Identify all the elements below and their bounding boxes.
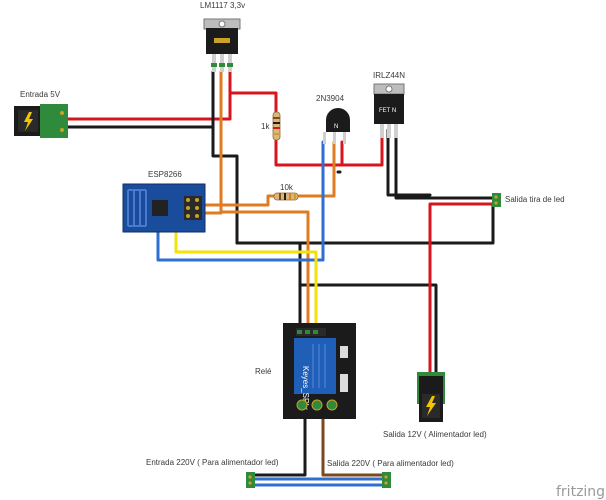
transistor-2n3904: N	[323, 108, 350, 144]
wire-red-1k-out	[274, 138, 344, 167]
transistor-label: 2N3904	[316, 94, 345, 103]
wire-black-drain	[394, 128, 496, 200]
wire-gnd-black-2	[211, 125, 302, 332]
jack-output-label: Salida 12V ( Alimentador led)	[383, 430, 487, 439]
resistor-10k	[273, 192, 299, 201]
resistor-1k-label: 1k	[261, 122, 270, 131]
transistor-mark: N	[334, 124, 338, 130]
wire-red-1k	[228, 91, 278, 114]
ac-input-label: Entrada 220V ( Para alimentador led)	[146, 458, 279, 467]
wire-black-mosfet	[386, 128, 432, 197]
ac-output-label: Salida 220V ( Para alimentador led)	[327, 459, 454, 468]
mosfet-mark: FET N	[379, 108, 396, 114]
lightning-icon-out	[426, 396, 436, 416]
wires	[66, 70, 496, 487]
jack-input-label: Entrada 5V	[20, 90, 61, 99]
fritzing-watermark: fritzing	[556, 484, 605, 500]
wire-red-12v	[428, 202, 496, 380]
lightning-icon	[24, 112, 33, 131]
led-strip-connector	[492, 193, 501, 207]
wire-5v-red	[66, 70, 232, 121]
relay-label: Relé	[255, 367, 272, 376]
mosfet-label: IRLZ44N	[373, 71, 405, 80]
jack-input-5v	[14, 104, 68, 138]
jack-output-12v	[417, 372, 445, 422]
regulator-label: LM1117 3,3v	[200, 1, 245, 10]
wire-33v-orange	[219, 70, 310, 332]
resistor-10k-label: 10k	[280, 183, 294, 192]
relay-module: Keyes_SRly	[283, 323, 356, 419]
esp-label: ESP8266	[148, 170, 182, 179]
wire-black-out	[298, 241, 438, 380]
ac-output-connector	[382, 472, 391, 488]
regulator-lm1117	[203, 18, 241, 72]
resistor-1k	[272, 111, 281, 141]
wire-ac-out-brown	[321, 405, 384, 477]
led-strip-label: Salida tira de led	[505, 195, 565, 204]
mosfet-irlz44n: FET N	[373, 83, 405, 138]
wire-orange-10k	[194, 194, 276, 207]
wire-orange-10k-out	[296, 140, 336, 198]
ac-input-connector	[246, 472, 255, 488]
relay-brand: Keyes_SRly	[301, 366, 310, 410]
wire-red-gate	[340, 128, 384, 167]
esp8266-module	[122, 183, 206, 233]
wire-ac-in-brown	[250, 405, 307, 477]
wire-blue	[156, 140, 325, 262]
